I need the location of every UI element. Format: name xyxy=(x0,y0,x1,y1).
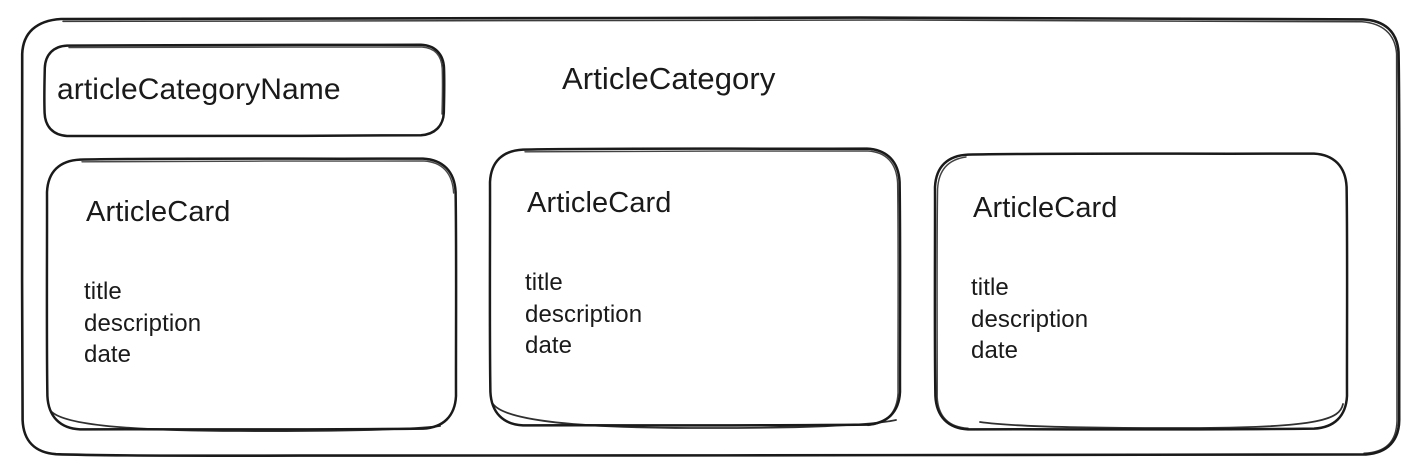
article-card-heading: ArticleCard xyxy=(527,187,672,219)
article-card-2[interactable] xyxy=(490,148,901,427)
article-card-heading: ArticleCard xyxy=(86,196,231,228)
article-card-heading: ArticleCard xyxy=(973,192,1118,224)
article-category-name-label: articleCategoryName xyxy=(57,73,341,106)
article-card-fields: title description date xyxy=(525,269,643,360)
article-card-1[interactable] xyxy=(47,158,457,432)
article-card-fields: title description date xyxy=(971,274,1089,365)
article-category-name-box[interactable] xyxy=(44,44,445,137)
article-card-fields: title description date xyxy=(84,278,202,369)
article-card-3[interactable] xyxy=(935,153,1348,430)
article-category-title: ArticleCategory xyxy=(562,61,776,96)
